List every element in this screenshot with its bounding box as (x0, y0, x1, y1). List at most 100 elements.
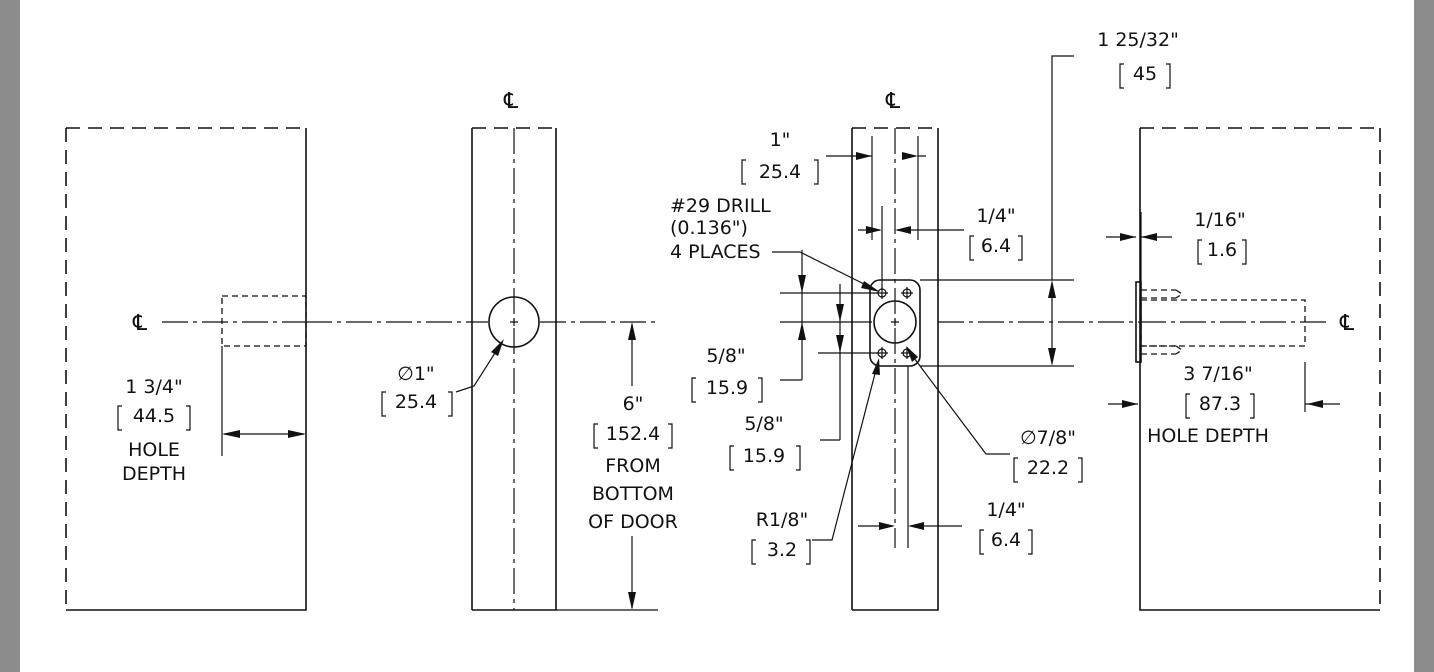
view4-depth-in: 3 7/16" (1183, 363, 1253, 385)
view2-dia-brackets (381, 391, 453, 417)
view3-quarter-bot-brackets (979, 529, 1033, 555)
view3-spacing-ext (780, 292, 878, 354)
view3-overall-arrow-up (1048, 280, 1056, 298)
view2-arrow-up (628, 322, 636, 340)
view3-quarter-top-arrow-l (866, 226, 882, 234)
view3-radius-brackets (751, 539, 811, 565)
view3-overall-mm: 45 (1133, 63, 1157, 85)
view3-spacing-a-arrow-top (798, 275, 806, 293)
view3-faceplate-mortise (869, 279, 921, 367)
view4-door-section: ℄ 1/16" 1.6 3 7/16" 87.3 HOLE DEPTH (1106, 127, 1381, 611)
view4-depth-arrow-l (1122, 400, 1138, 408)
view3-quarter-bot-in: 1/4" (986, 499, 1025, 521)
view1-dim-in: 1 3/4" (125, 376, 182, 398)
view3-radius-in: R1/8" (756, 509, 809, 531)
view4-offset-arrow-l (1120, 233, 1136, 241)
view4-depth-brackets (1185, 393, 1255, 419)
view3-quarter-bot-mm: 6.4 (991, 529, 1021, 551)
view3-top-width-brackets (741, 159, 819, 185)
view3-top-width-mm: 25.4 (759, 161, 801, 183)
view3-quarter-top-arrow-r (895, 226, 911, 234)
view2-hole-center (510, 318, 518, 326)
view3-centerline-symbol: ℄ (885, 89, 901, 114)
view3-quarter-top-brackets (969, 235, 1023, 261)
view1-outline (66, 128, 307, 611)
view3-drill-size: (0.136") (670, 217, 748, 239)
view3-overall-in: 1 25/32" (1097, 29, 1179, 51)
view2-bore-hole (488, 296, 540, 348)
view2-dia-leader (455, 341, 503, 393)
view4-dashed-edges (1140, 127, 1381, 610)
view4-offset-mm: 1.6 (1207, 239, 1237, 261)
view3-radius-mm: 3.2 (767, 539, 797, 561)
view1-door-face: ℄ 1 3/4" 44.5 HOLE DEPTH (65, 127, 307, 611)
view2-dia-in: ∅1" (397, 363, 434, 385)
view1-dim-mm: 44.5 (133, 405, 175, 427)
view2-height-mm: 152.4 (606, 423, 660, 445)
view2-height-brackets (593, 423, 673, 449)
view3-overall-ext (920, 279, 1074, 367)
view1-centerline-symbol: ℄ (132, 311, 148, 336)
view4-depth-mm: 87.3 (1199, 393, 1241, 415)
view3-bore-center (891, 318, 899, 326)
view2-note-of-door: OF DOOR (588, 511, 678, 533)
view2-arrow-down (628, 592, 636, 610)
view3-drill-arrow (861, 281, 880, 292)
view4-depth-arrow-r (1307, 400, 1323, 408)
view3-quarter-bot-arrow-r (908, 522, 924, 530)
view1-brackets (117, 405, 191, 431)
view3-dia-mm: 22.2 (1027, 457, 1069, 479)
view1-arrow-left (222, 430, 240, 438)
view4-outline (1139, 128, 1380, 611)
view3-radius-leader (812, 361, 879, 541)
view3-spacing-b-brackets (729, 445, 801, 471)
view3-latch-face: ℄ 1" 25.4 1/4" 6.4 #29 DRILL (0.136") 4 … (670, 29, 1179, 611)
view1-note-hole: HOLE (128, 439, 180, 461)
view3-overall-leader (1051, 55, 1074, 280)
view1-arrow-right (288, 430, 306, 438)
view2-height-in: 6" (623, 393, 644, 415)
view3-dia-arrow (906, 346, 918, 362)
view3-1in-arrow-l (856, 152, 872, 160)
view3-spacing-a-mm: 15.9 (706, 377, 748, 399)
view2-note-bottom: BOTTOM (592, 483, 674, 505)
view3-dia-brackets (1013, 457, 1083, 483)
view3-quarter-bot-arrow-l (879, 522, 895, 530)
view3-overall-arrow-down (1048, 348, 1056, 366)
view2-door-edge: ℄ 6" 152.4 FROM BOTTOM OF DOOR ∅1" 25.4 (381, 89, 680, 611)
view4-offset-arrow-r (1141, 233, 1157, 241)
view4-offset-brackets (1197, 239, 1247, 265)
view3-drill-places: 4 PLACES (670, 241, 761, 263)
view3-top-ext-lines (871, 136, 919, 240)
view3-dia-in: ∅7/8" (1020, 427, 1076, 449)
view3-spacing-a-arrow-bot (798, 322, 806, 340)
view3-overall-brackets (1119, 63, 1171, 89)
view1-hole-hidden (221, 295, 307, 347)
view3-radius-arrow (872, 358, 880, 375)
view3-latch-bore (873, 300, 917, 344)
view3-spacing-b-mm: 15.9 (743, 445, 785, 467)
view3-quarter-top-mm: 6.4 (981, 235, 1011, 257)
view3-1in-arrow-r (902, 152, 918, 160)
view2-dia-mm: 25.4 (395, 391, 437, 413)
view3-spacing-b-arrow-top (836, 304, 844, 322)
view2-dia-arrow (491, 339, 504, 356)
view1-note-depth: DEPTH (122, 463, 186, 485)
view3-drill-label: #29 DRILL (670, 195, 771, 217)
view3-spacing-b-in: 5/8" (744, 413, 783, 435)
view2-note-from: FROM (605, 455, 660, 477)
view3-spacing-a-brackets (691, 377, 763, 403)
view3-spacing-a-in: 5/8" (706, 345, 745, 367)
view2-centerline-symbol: ℄ (503, 89, 519, 114)
view4-offset-in: 1/16" (1194, 209, 1245, 231)
view4-note: HOLE DEPTH (1147, 425, 1269, 447)
view3-quarter-top-in: 1/4" (976, 205, 1015, 227)
view3-outline (851, 128, 939, 611)
view4-bore-hidden (1140, 299, 1306, 347)
view3-dia-leader (907, 349, 1010, 455)
view3-spacing-b-arrow-bot (836, 335, 844, 353)
view3-drill-leader (772, 251, 877, 291)
view3-top-width-in: 1" (770, 129, 791, 151)
